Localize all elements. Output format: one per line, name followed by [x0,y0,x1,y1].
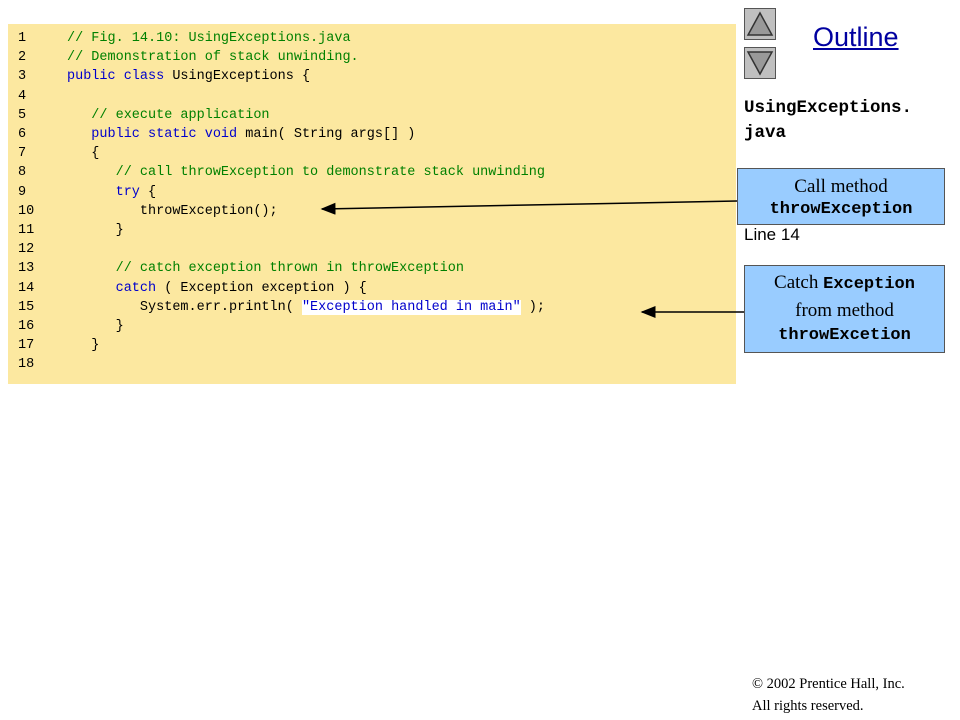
code-token-kw: catch [67,280,157,296]
code-line: 5 // execute application [8,106,736,125]
callout-catch-code: Exception [823,275,915,294]
code-line: 15 System.err.println( "Exception handle… [8,298,736,317]
code-token-plain: ( Exception exception ) { [156,280,367,296]
code-token-plain: ); [520,299,546,315]
previous-slide-button[interactable] [744,8,776,40]
line-number: 14 [18,280,35,296]
code-text: // call throwException to demonstrate st… [67,163,545,182]
code-token-plain: { [67,146,100,162]
callout-call-method: Call method throwException [737,168,945,225]
code-text: public class UsingExceptions { [67,67,310,86]
code-line: 12 [8,240,736,259]
outline-link[interactable]: Outline [813,22,899,52]
code-line: 8 // call throwException to demonstrate … [8,163,736,182]
code-line: 18 [8,355,736,374]
code-token-plain: } [67,338,100,354]
code-token-comment: // Demonstration of stack unwinding. [67,50,359,66]
code-line: 13 // catch exception thrown in throwExc… [8,259,736,278]
code-token-plain: UsingExceptions { [164,69,311,85]
code-text: // execute application [67,106,270,125]
triangle-up-icon [746,11,774,36]
code-line: 1 // Fig. 14.10: UsingExceptions.java [8,29,736,48]
code-line: 17 } [8,336,736,355]
code-line: 2 // Demonstration of stack unwinding. [8,48,736,67]
code-line: 4 [8,87,736,106]
code-token-comment: // Fig. 14.10: UsingExceptions.java [67,31,351,46]
callout-catch-line2: from method [795,300,894,321]
code-text: // catch exception thrown in throwExcept… [67,259,464,278]
code-text: throwException(); [67,202,278,221]
callout-catch-exception: Catch Exception from method throwExcetio… [744,265,945,353]
code-line: 10 throwException(); [8,202,736,221]
triangle-down-icon [746,51,774,76]
line-number: 1 [18,31,27,46]
code-text: catch ( Exception exception ) { [67,279,367,298]
copyright-notice: © 2002 Prentice Hall, Inc. All rights re… [752,673,905,717]
code-line: 7 { [8,144,736,163]
line-number: 16 [18,319,35,334]
line-number: 4 [18,88,27,104]
code-text: public static void main( String args[] ) [67,125,415,144]
code-token-comment: // catch exception thrown in throwExcept… [67,261,464,277]
line-number: 18 [18,357,35,373]
code-line: 14 catch ( Exception exception ) { [8,279,736,298]
line-number: 10 [18,203,35,219]
line-number: 2 [18,50,27,66]
line-number: 8 [18,165,27,181]
code-token-str: "Exception handled in main" [301,299,521,315]
code-line: 3 public class UsingExceptions { [8,67,736,86]
code-token-plain: System.err.println( [67,299,302,315]
code-token-comment: // call throwException to demonstrate st… [67,165,545,181]
code-text: System.err.println( "Exception handled i… [67,298,545,317]
code-text: { [67,144,99,163]
code-token-plain: throwException(); [67,203,278,219]
line-number: 6 [18,127,27,142]
callout-catch-prefix: Catch [774,272,824,293]
code-token-kw: public class [67,69,165,85]
line-number: 9 [18,184,27,200]
code-text: try { [67,183,157,202]
callout-call-method-code: throwException [769,200,913,219]
callout-catch-line1: Catch Exception [745,270,944,298]
code-text: // Fig. 14.10: UsingExceptions.java [67,29,351,48]
code-line: 6 public static void main( String args[]… [8,125,736,144]
code-token-plain: main( String args[] ) [237,127,416,142]
callout-catch-line3: throwExcetion [778,326,911,345]
line-number: 7 [18,146,27,162]
file-name: UsingExceptions. java [744,96,956,146]
line-number: 13 [18,261,35,277]
code-token-kw: try [67,184,140,200]
code-line: 9 try { [8,183,736,202]
code-line: 11 } [8,221,736,240]
code-token-comment: // execute application [67,107,270,123]
next-slide-button[interactable] [744,47,776,79]
code-line: 16 } [8,317,736,336]
code-token-plain: } [67,223,124,238]
code-token-plain: } [67,319,124,334]
file-name-line1: UsingExceptions. [744,98,913,118]
line-number: 5 [18,107,27,123]
code-token-kw: public static void [67,127,238,142]
rights-line: All rights reserved. [752,698,864,714]
code-text: } [67,221,124,240]
code-text: } [67,317,124,336]
code-token-plain: { [139,184,157,200]
line-reference: Line 14 [744,225,800,244]
line-number: 3 [18,69,27,85]
file-name-line2: java [744,123,787,143]
code-text: } [67,336,99,355]
arrow-to-throwexception [320,200,738,215]
callout-call-method-text: Call method [794,176,888,197]
line-number: 11 [18,223,35,238]
code-text: // Demonstration of stack unwinding. [67,48,359,67]
line-number: 15 [18,299,35,315]
line-number: 17 [18,338,35,354]
line-number: 12 [18,242,35,258]
copyright-line: © 2002 Prentice Hall, Inc. [752,676,905,692]
